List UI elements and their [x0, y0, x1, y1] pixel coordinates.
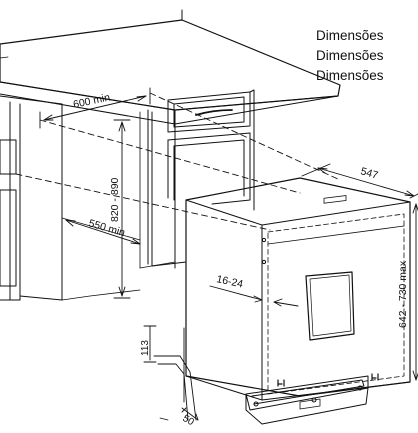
dim-width — [39, 87, 151, 129]
dim-depth — [65, 219, 141, 245]
dashed-guides — [15, 92, 341, 231]
legend-line-1: Dimensões — [316, 28, 384, 43]
dim-height — [113, 119, 131, 299]
label-plinth-depth: 50 — [181, 413, 197, 428]
dim-door-gap — [209, 285, 299, 307]
label-plinth-height: 113 — [140, 340, 151, 356]
left-cabinets — [0, 95, 63, 301]
label-cabinet-height: 820 - 890 — [109, 177, 121, 222]
label-door-gap: 16-24 — [215, 273, 244, 290]
label-appliance-height: 642 - 730 max — [397, 260, 409, 328]
plinth-profile — [143, 325, 199, 421]
base-rail — [245, 375, 369, 425]
dim-appliance-height — [412, 203, 418, 381]
label-appliance-depth: 547 — [359, 165, 379, 181]
legend-line-2: Dimensões — [316, 48, 384, 63]
dim-appliance-depth — [301, 163, 418, 199]
dimension-legend: Dimensões Dimensões Dimensões — [316, 26, 384, 86]
dishwasher-appliance — [185, 177, 411, 401]
legend-line-3: Dimensões — [316, 68, 384, 83]
countertop — [0, 9, 341, 125]
right-cabinet — [147, 89, 255, 269]
